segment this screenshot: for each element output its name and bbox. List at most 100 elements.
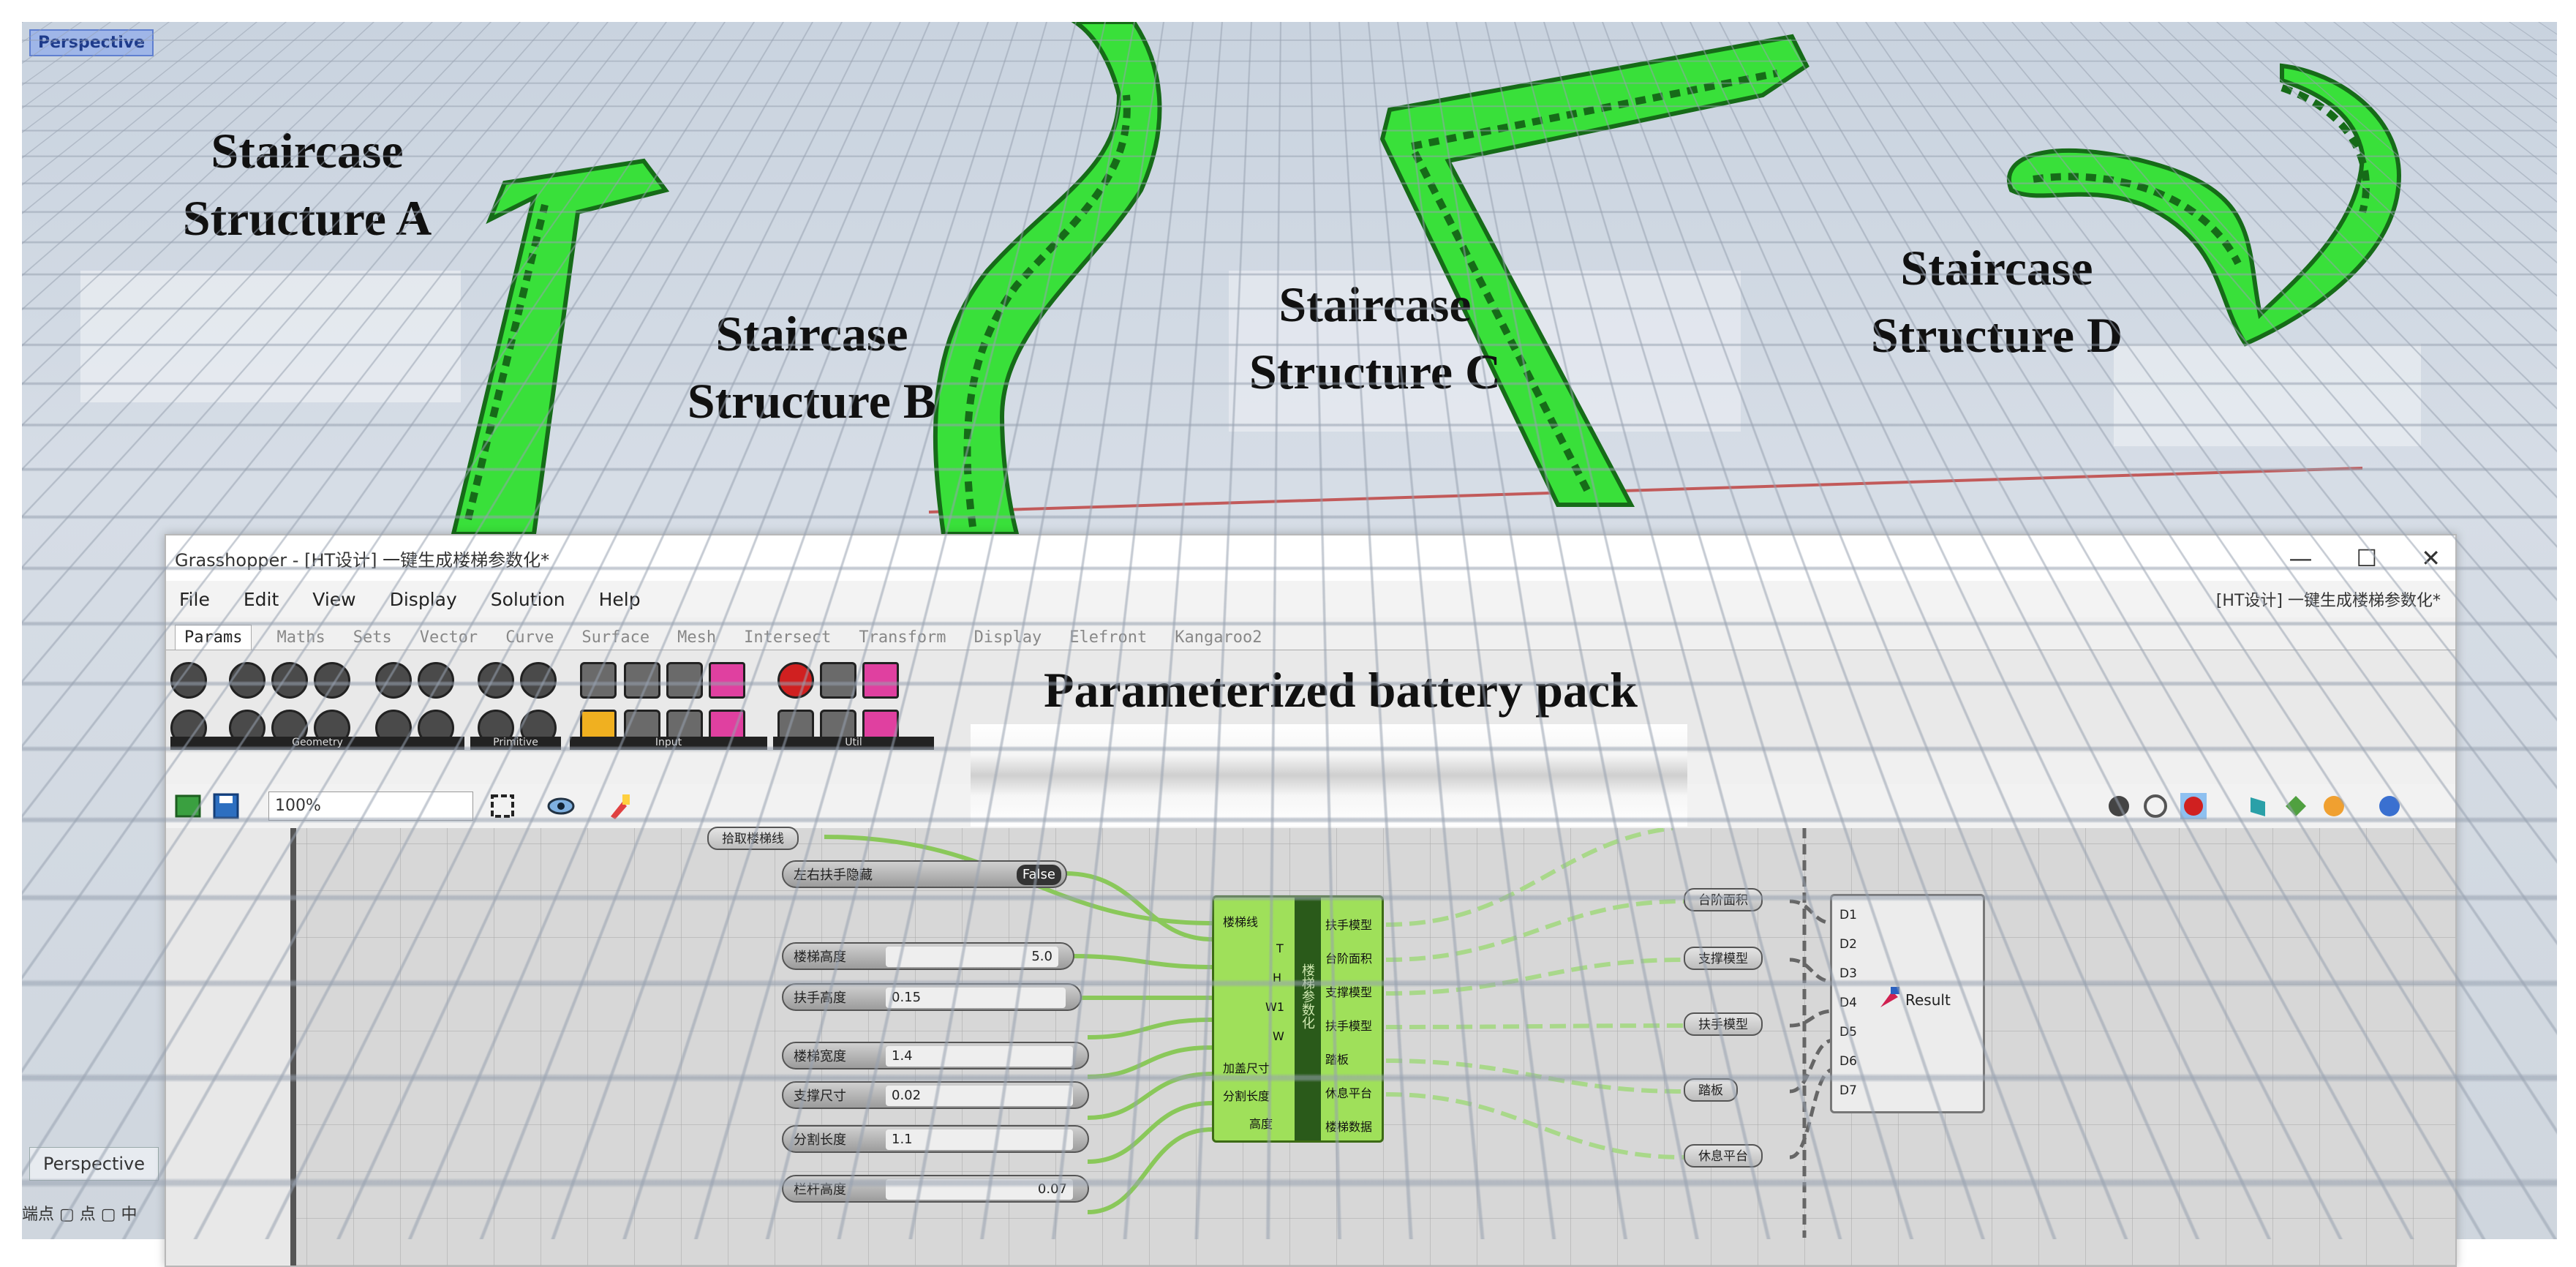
open-file-icon[interactable] <box>173 792 203 821</box>
tab-kangaroo2[interactable]: Kangaroo2 <box>1175 628 1262 647</box>
output-pin[interactable]: 扶手模型 <box>1325 918 1373 932</box>
slider-value[interactable]: 0.07 <box>886 1179 1073 1200</box>
preview-selected-icon[interactable] <box>2179 792 2208 821</box>
slider-stair-height[interactable]: 楼梯高度 5.0 <box>782 942 1074 970</box>
slider-value[interactable]: 0.02 <box>886 1086 1073 1106</box>
tab-elefront[interactable]: Elefront <box>1069 628 1148 647</box>
input-pin[interactable]: W <box>1273 1029 1284 1043</box>
slider-value[interactable]: 1.1 <box>886 1129 1073 1150</box>
tab-maths[interactable]: Maths <box>276 628 325 647</box>
tab-intersect[interactable]: Intersect <box>744 628 832 647</box>
input-pin[interactable]: 高度 <box>1249 1117 1273 1131</box>
flask-icon[interactable] <box>862 662 899 699</box>
output-param[interactable]: 扶手模型 <box>1684 1012 1763 1036</box>
menu-display[interactable]: Display <box>389 588 457 610</box>
component-icon[interactable] <box>229 662 265 699</box>
slider-label: 栏杆高度 <box>794 1182 846 1198</box>
close-button[interactable]: ✕ <box>2421 544 2441 572</box>
tab-sets[interactable]: Sets <box>353 628 392 647</box>
output-param[interactable]: 休息平台 <box>1684 1144 1763 1168</box>
result-input-pin[interactable]: D1 <box>1839 908 1857 922</box>
tab-curve[interactable]: Curve <box>505 628 554 647</box>
result-input-pin[interactable]: D5 <box>1839 1025 1857 1039</box>
curve-param[interactable]: 拾取楼梯线 <box>707 827 799 850</box>
menu-help[interactable]: Help <box>598 588 641 610</box>
result-data-output-component[interactable]: D1 D2 D3 D4 D5 D6 D7 Result <box>1830 894 1985 1113</box>
slider-value[interactable]: 0.15 <box>886 988 1066 1008</box>
component-icon[interactable] <box>170 662 207 699</box>
menu-solution[interactable]: Solution <box>490 588 565 610</box>
mesh-quality-icon[interactable] <box>2243 792 2272 821</box>
output-param[interactable]: 踏板 <box>1684 1078 1738 1102</box>
tab-display[interactable]: Display <box>973 628 1042 647</box>
input-pin[interactable]: 加盖尺寸 <box>1223 1061 1270 1075</box>
tab-surface[interactable]: Surface <box>581 628 650 647</box>
component-icon[interactable] <box>478 662 514 699</box>
save-icon[interactable] <box>211 792 241 821</box>
result-input-pin[interactable]: D7 <box>1839 1083 1857 1098</box>
component-icon[interactable] <box>520 662 557 699</box>
output-param[interactable]: 支撑模型 <box>1684 947 1763 970</box>
component-icon[interactable] <box>375 662 412 699</box>
result-input-pin[interactable]: D2 <box>1839 937 1857 952</box>
slider-split-length[interactable]: 分割长度 1.1 <box>782 1125 1089 1153</box>
maximize-button[interactable]: ☐ <box>2356 544 2378 572</box>
wire <box>1087 1101 1213 1164</box>
preview-wire-icon[interactable] <box>2141 792 2170 821</box>
output-pin[interactable]: 台阶面积 <box>1325 952 1373 966</box>
component-icon[interactable] <box>666 662 703 699</box>
minimize-button[interactable]: — <box>2289 544 2313 572</box>
input-pin[interactable]: W1 <box>1265 1000 1284 1014</box>
slider-value[interactable]: 5.0 <box>886 947 1058 967</box>
globe-icon[interactable] <box>2375 792 2404 821</box>
result-input-pin[interactable]: D4 <box>1839 996 1857 1010</box>
output-pin[interactable]: 支撑模型 <box>1325 985 1373 999</box>
menu-view[interactable]: View <box>312 588 356 610</box>
slider-handrail-height[interactable]: 扶手高度 0.15 <box>782 983 1082 1011</box>
result-label: Result <box>1905 991 1951 1009</box>
zoom-extents-icon[interactable] <box>488 792 517 821</box>
cherry-icon[interactable] <box>777 662 814 699</box>
preview-eye-icon[interactable] <box>546 792 576 821</box>
menu-edit[interactable]: Edit <box>243 588 279 610</box>
input-pin[interactable]: 分割长度 <box>1223 1089 1270 1103</box>
material-icon[interactable] <box>2319 792 2349 821</box>
input-pin[interactable]: T <box>1276 941 1284 955</box>
component-icon[interactable] <box>624 662 660 699</box>
osnap-status[interactable]: 端点 ▢ 点 ▢ 中 <box>22 1206 138 1224</box>
tab-vector[interactable]: Vector <box>419 628 478 647</box>
bake-icon[interactable] <box>2281 792 2311 821</box>
boolean-toggle[interactable]: 左右扶手隐藏 False <box>782 860 1067 888</box>
staircase-cluster-component[interactable]: 楼梯参数化 楼梯线 T H W1 W 加盖尺寸 分割长度 高度 扶手模型 台阶面… <box>1212 895 1384 1143</box>
slider-value[interactable]: 1.4 <box>886 1046 1073 1067</box>
output-pin[interactable]: 休息平台 <box>1325 1086 1373 1100</box>
panel-icon[interactable] <box>580 662 617 699</box>
toggle-value[interactable]: False <box>1016 865 1061 885</box>
slider-stair-width[interactable]: 楼梯宽度 1.4 <box>782 1042 1089 1069</box>
zoom-dropdown[interactable]: 100% <box>268 792 473 821</box>
output-param[interactable]: 台阶面积 <box>1684 888 1763 911</box>
paint-brush-icon[interactable] <box>605 792 634 821</box>
component-icon[interactable] <box>271 662 308 699</box>
viewport-tab-perspective[interactable]: Perspective <box>29 1147 159 1181</box>
component-icon[interactable] <box>418 662 454 699</box>
grasshopper-window[interactable]: Grasshopper - [HT设计] 一键生成楼梯参数化* — ☐ ✕ Fi… <box>165 534 2457 1267</box>
arrow-right-icon[interactable] <box>820 662 856 699</box>
output-pin[interactable]: 楼梯数据 <box>1325 1120 1373 1134</box>
menu-file[interactable]: File <box>179 588 210 610</box>
slider-support-size[interactable]: 支撑尺寸 0.02 <box>782 1081 1089 1109</box>
result-input-pin[interactable]: D3 <box>1839 966 1857 981</box>
tab-mesh[interactable]: Mesh <box>677 628 717 647</box>
output-pin[interactable]: 踏板 <box>1325 1053 1349 1067</box>
preview-shaded-icon[interactable] <box>2104 792 2134 821</box>
input-pin[interactable]: 楼梯线 <box>1223 915 1259 929</box>
viewport-label[interactable]: Perspective <box>29 29 154 56</box>
output-pin[interactable]: 扶手模型 <box>1325 1019 1373 1033</box>
component-icon[interactable] <box>314 662 350 699</box>
tab-params[interactable]: Params <box>175 625 252 650</box>
result-input-pin[interactable]: D6 <box>1839 1054 1857 1069</box>
gradient-icon[interactable] <box>709 662 745 699</box>
tab-transform[interactable]: Transform <box>859 628 946 647</box>
slider-railing-height[interactable]: 栏杆高度 0.07 <box>782 1175 1089 1203</box>
input-pin[interactable]: H <box>1273 971 1282 985</box>
